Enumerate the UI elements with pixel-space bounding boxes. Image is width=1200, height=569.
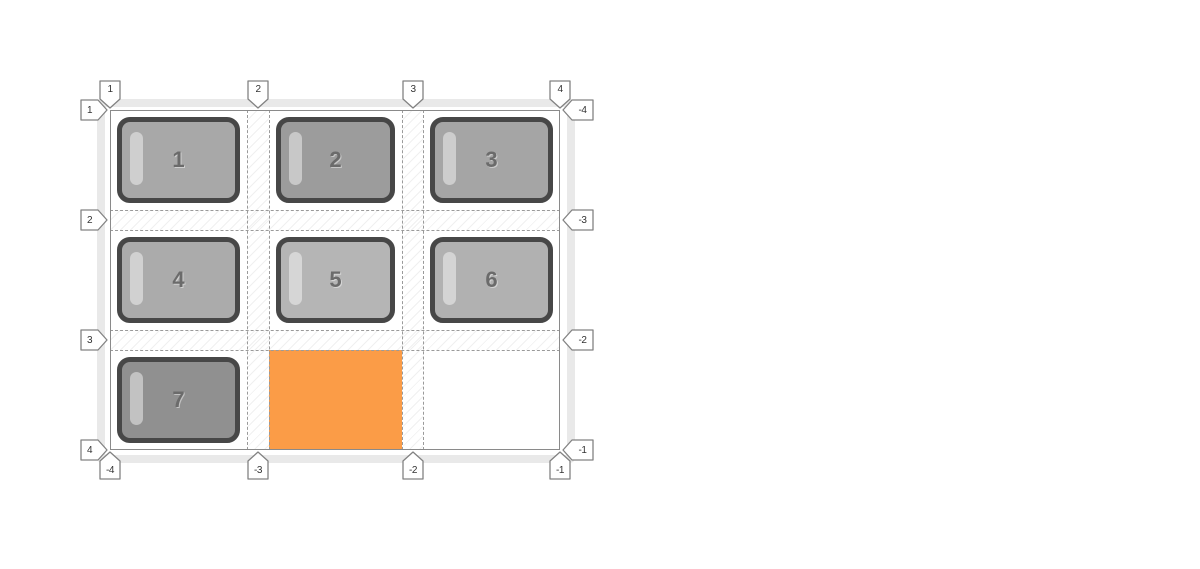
grid-item-5: 5 (276, 237, 395, 323)
grid-line-marker-label: 1 (107, 84, 113, 95)
grid-line-marker-right--3: -3 (561, 208, 595, 232)
grid-line-marker-label: -2 (409, 465, 417, 476)
grid-line-marker-label: 4 (86, 444, 93, 456)
grid-item-2: 2 (276, 117, 395, 203)
grid-item-7: 7 (117, 357, 240, 443)
grid-dashed-row-line-2 (110, 230, 560, 231)
grid-line-marker-top-1: 1 (98, 79, 122, 110)
item-shine-pill (289, 252, 302, 306)
grid-line-marker-label: -2 (578, 334, 587, 346)
grid-line-marker-top-2: 2 (246, 79, 270, 110)
item-shine-pill (443, 252, 456, 306)
grid-dashed-column-line-2 (269, 110, 270, 450)
grid-line-marker-label: 3 (410, 84, 416, 95)
grid-line-marker-bottom--4: -4 (98, 450, 122, 481)
item-shine-pill (130, 372, 143, 426)
grid-line-marker-label: -4 (106, 465, 114, 476)
grid-line-marker-top-4: 4 (548, 79, 572, 110)
item-shine-pill (289, 132, 302, 186)
grid-line-marker-left-3: 3 (79, 328, 109, 352)
item-shine-pill (443, 132, 456, 186)
grid-line-marker-label: -4 (578, 104, 587, 116)
grid-dashed-row-line-1 (110, 210, 560, 211)
highlighted-cell (269, 350, 402, 450)
grid-line-marker-label: 3 (86, 334, 93, 346)
item-shine-pill (130, 252, 143, 306)
grid-item-number: 7 (172, 387, 185, 412)
row-gap-hatch-2 (110, 330, 560, 350)
grid-line-marker-left-4: 4 (79, 438, 109, 462)
grid-line-marker-label: -1 (556, 465, 564, 476)
grid-item-number: 1 (172, 147, 185, 172)
grid-line-marker-label: 1 (86, 104, 93, 116)
grid-line-marker-right--4: -4 (561, 98, 595, 122)
grid-line-marker-top-3: 3 (401, 79, 425, 110)
grid-line-marker-left-1: 1 (79, 98, 109, 122)
grid-item-3: 3 (430, 117, 553, 203)
grid-item-number: 6 (485, 267, 498, 292)
grid-line-marker-label: 2 (86, 214, 93, 226)
grid-item-number: 3 (485, 147, 498, 172)
grid-dashed-column-line-4 (423, 110, 424, 450)
grid-item-6: 6 (430, 237, 553, 323)
grid-line-marker-bottom--2: -2 (401, 450, 425, 481)
item-shine-pill (130, 132, 143, 186)
grid-line-marker-bottom--1: -1 (548, 450, 572, 481)
grid-dashed-row-line-3 (110, 330, 560, 331)
column-gap-hatch-1 (247, 110, 269, 450)
grid-line-marker-label: -3 (578, 214, 587, 226)
grid-line-marker-bottom--3: -3 (246, 450, 270, 481)
row-gap-hatch-1 (110, 210, 560, 230)
grid-line-marker-label: -1 (578, 444, 587, 456)
grid-item-number: 4 (172, 267, 185, 292)
grid-line-marker-label: -3 (254, 465, 262, 476)
grid-dashed-column-line-3 (402, 110, 403, 450)
grid-item-number: 5 (329, 267, 342, 292)
column-gap-hatch-2 (402, 110, 423, 450)
grid-line-marker-right--2: -2 (561, 328, 595, 352)
grid-line-marker-left-2: 2 (79, 208, 109, 232)
grid-item-number: 2 (329, 147, 342, 172)
grid-item-4: 4 (117, 237, 240, 323)
grid-item-1: 1 (117, 117, 240, 203)
grid-line-marker-right--1: -1 (561, 438, 595, 462)
grid-dashed-column-line-1 (247, 110, 248, 450)
grid-line-marker-label: 2 (255, 84, 261, 95)
grid-line-marker-label: 4 (557, 84, 563, 95)
grid-dashed-row-line-4 (110, 350, 560, 351)
